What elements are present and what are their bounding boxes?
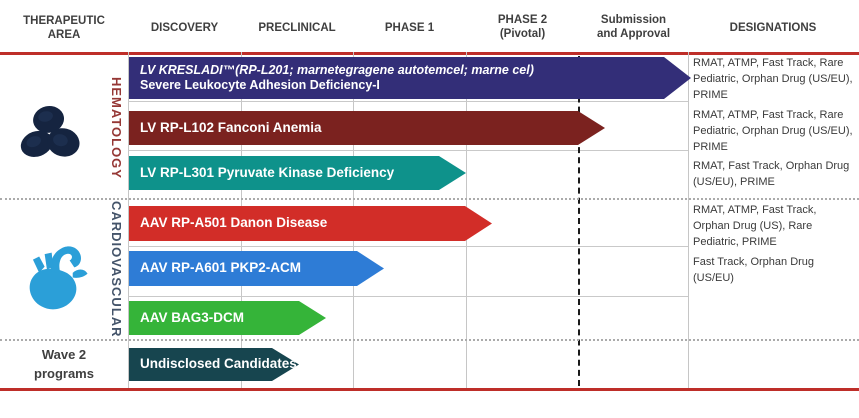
column-gridline	[688, 52, 689, 388]
program-name: LV RP-L102 Fanconi Anemia	[140, 119, 322, 135]
blood-cells-icon	[20, 106, 80, 157]
pipeline-bar-pkp2: AAV RP-A601 PKP2-ACM	[129, 251, 384, 286]
pipeline-bar-danon: AAV RP-A501 Danon Disease	[129, 206, 492, 241]
program-name: LV RP-L301 Pyruvate Kinase Deficiency	[140, 164, 395, 180]
column-header-submission-approval: Submission and Approval	[596, 14, 671, 41]
column-header-phase-2: PHASE 2 (Pivotal)	[497, 14, 548, 41]
section-label-cardiovascular: CARDIOVASCULAR	[109, 200, 124, 338]
column-header-therapeutic-area: THERAPEUTIC AREA	[23, 15, 105, 42]
section-label-wave2: Wave 2 programs	[34, 347, 94, 381]
row-gridline	[128, 150, 688, 151]
column-header-designations: DESIGNATIONS	[729, 22, 817, 34]
column-header-phase-1: PHASE 1	[384, 22, 435, 34]
pipeline-bar-fanconi: LV RP-L102 Fanconi Anemia	[129, 111, 605, 145]
bottom-red-rule	[0, 388, 859, 391]
top-red-rule	[0, 52, 859, 55]
section-label-hematology: HEMATOLOGY	[109, 76, 124, 179]
column-header-discovery: DISCOVERY	[150, 22, 219, 34]
pipeline-bar-kresladi: LV KRESLADI™(RP-L201; marnetegragene aut…	[129, 57, 691, 99]
row-gridline	[128, 246, 688, 247]
program-name: AAV RP-A601 PKP2-ACM	[140, 260, 302, 276]
program-indication: Severe Leukocyte Adhesion Deficiency-I	[140, 77, 380, 92]
column-gridline	[128, 52, 129, 388]
row-gridline	[128, 296, 688, 297]
phase2-approval-dashed-line	[578, 56, 580, 386]
heart-icon	[29, 246, 88, 310]
hematology-cardiovascular-divider	[0, 198, 859, 200]
program-name: LV KRESLADI™(RP-L201; marnetegragene aut…	[140, 62, 534, 77]
row-gridline	[128, 101, 688, 102]
program-name: AAV RP-A501 Danon Disease	[140, 215, 328, 231]
pipeline-bar-undisclosed: Undisclosed Candidates	[129, 348, 299, 381]
pipeline-bar-bag3: AAV BAG3-DCM	[129, 301, 326, 335]
pipeline-bar-pkd: LV RP-L301 Pyruvate Kinase Deficiency	[129, 156, 466, 190]
designations-danon: RMAT, ATMP, Fast Track, Orphan Drug (US)…	[693, 204, 817, 249]
column-header-preclinical: PRECLINICAL	[258, 22, 336, 34]
wave2-divider	[0, 339, 859, 341]
designations-pkd: RMAT, Fast Track, Orphan Drug (US/EU), P…	[693, 160, 850, 189]
designations-fanconi: RMAT, ATMP, Fast Track, Rare Pediatric, …	[693, 109, 853, 154]
program-name: AAV BAG3-DCM	[140, 309, 244, 325]
designations-pkp2: Fast Track, Orphan Drug (US/EU)	[693, 256, 815, 285]
program-name: Undisclosed Candidates	[140, 356, 297, 372]
designations-kresladi: RMAT, ATMP, Fast Track, Rare Pediatric, …	[693, 57, 853, 102]
